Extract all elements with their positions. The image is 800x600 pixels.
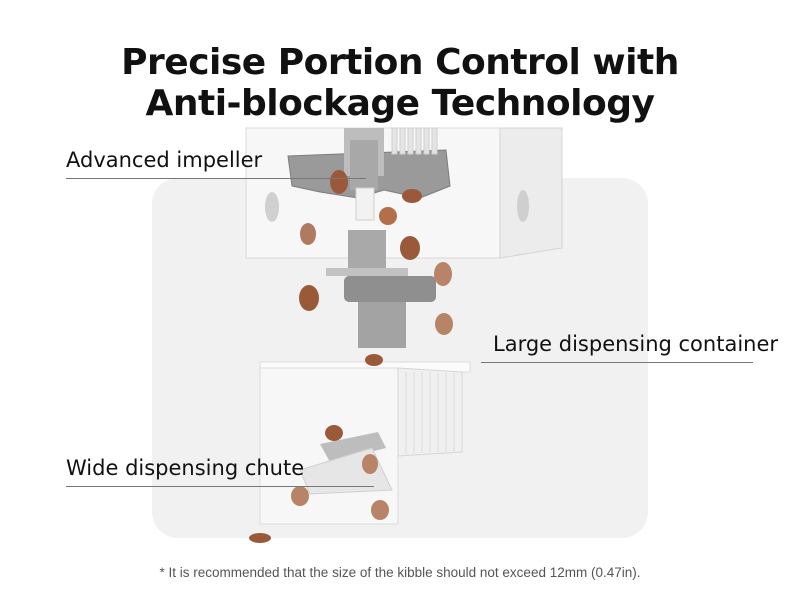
- callout-leader-line: [66, 486, 374, 487]
- kibble: [435, 313, 453, 335]
- kibble: [434, 262, 452, 286]
- callout-label: Advanced impeller: [66, 148, 263, 172]
- kibble: [362, 454, 378, 474]
- headline: Precise Portion Control with Anti-blocka…: [0, 42, 800, 124]
- kibble: [300, 223, 316, 245]
- kibble: [330, 170, 348, 194]
- callout-advanced-impeller: Advanced impeller: [66, 148, 366, 179]
- kibble: [371, 500, 389, 520]
- impeller: [287, 127, 451, 221]
- dispensing-container: [259, 361, 471, 525]
- headline-line-2: Anti-blockage Technology: [145, 83, 655, 125]
- callout-large-dispensing-container: Large dispensing container: [481, 332, 779, 363]
- callout-label: Large dispensing container: [493, 332, 779, 356]
- kibble: [299, 285, 319, 311]
- callout-wide-dispensing-chute: Wide dispensing chute: [66, 456, 374, 487]
- kibble: [249, 533, 271, 543]
- callout-label: Wide dispensing chute: [66, 456, 305, 480]
- headline-line-1: Precise Portion Control with: [121, 42, 679, 84]
- kibble: [365, 354, 383, 366]
- kibble: [291, 486, 309, 506]
- kibble-size-footnote: * It is recommended that the size of the…: [159, 565, 641, 580]
- kibble: [325, 425, 343, 441]
- kibble: [400, 236, 420, 260]
- gear-shaft: [326, 230, 436, 348]
- kibble-pieces: [249, 170, 453, 543]
- callout-leader-line: [481, 362, 753, 363]
- callout-leader-line: [66, 178, 366, 179]
- kibble: [402, 189, 422, 203]
- kibble: [379, 207, 397, 225]
